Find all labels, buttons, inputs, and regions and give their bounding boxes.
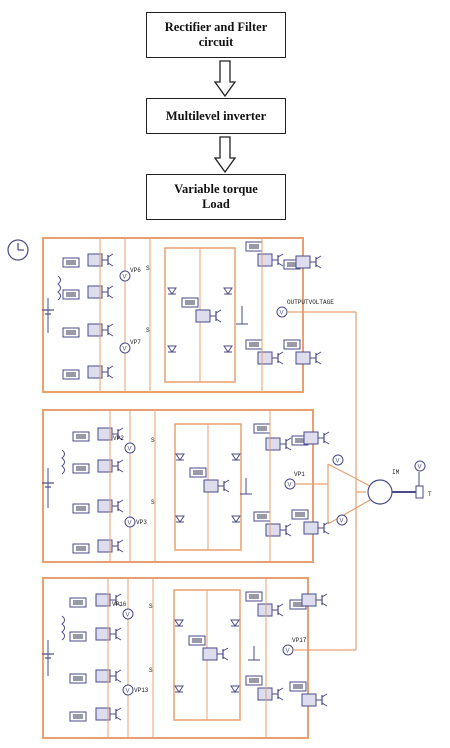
- source-label: S: [146, 265, 150, 272]
- probe-label: VP1: [294, 471, 305, 478]
- source-label: S: [146, 327, 150, 334]
- block-label-line1: Rectifier and Filter: [164, 20, 268, 34]
- probe-label: VP3: [136, 519, 147, 526]
- probe-label: VP2: [113, 435, 124, 442]
- hbridge-module-bottom: VP16 VP13 S S VP17: [42, 577, 356, 739]
- probe-label: VP6: [130, 267, 141, 274]
- block-label-line1: Variable torque: [174, 182, 258, 196]
- block-label-line1: Multilevel inverter: [165, 108, 267, 123]
- flow-arrow-1: [213, 60, 237, 98]
- block-label-line2: Load: [202, 197, 230, 211]
- source-label: S: [151, 437, 155, 444]
- probe-label: VP13: [134, 687, 149, 694]
- hbridge-module-top: VP6 VP7 S S OUTPUTVOLTAGE: [42, 237, 356, 393]
- motor-label: IM: [392, 469, 400, 476]
- induction-motor-load: IM T: [296, 312, 432, 650]
- source-label: S: [149, 667, 153, 674]
- multilevel-inverter-block: Multilevel inverter: [146, 98, 286, 134]
- clock-icon: [7, 239, 29, 261]
- block-label-line2: circuit: [198, 35, 234, 49]
- flow-arrow-2: [213, 136, 237, 174]
- source-label: S: [149, 603, 153, 610]
- probe-label: VP16: [112, 601, 127, 608]
- torque-label: T: [428, 491, 432, 498]
- inverter-schematic: V VP6 VP7 S S: [7, 237, 432, 739]
- source-label: S: [151, 499, 155, 506]
- hbridge-module-middle: VP2 VP3 S S VP1: [42, 409, 330, 563]
- probe-label: VP17: [292, 637, 307, 644]
- output-voltage-label: OUTPUTVOLTAGE: [287, 299, 334, 306]
- variable-torque-load-block: Variable torque Load: [146, 174, 286, 220]
- rectifier-filter-block: Rectifier and Filter circuit: [146, 12, 286, 58]
- probe-label: VP7: [130, 339, 141, 346]
